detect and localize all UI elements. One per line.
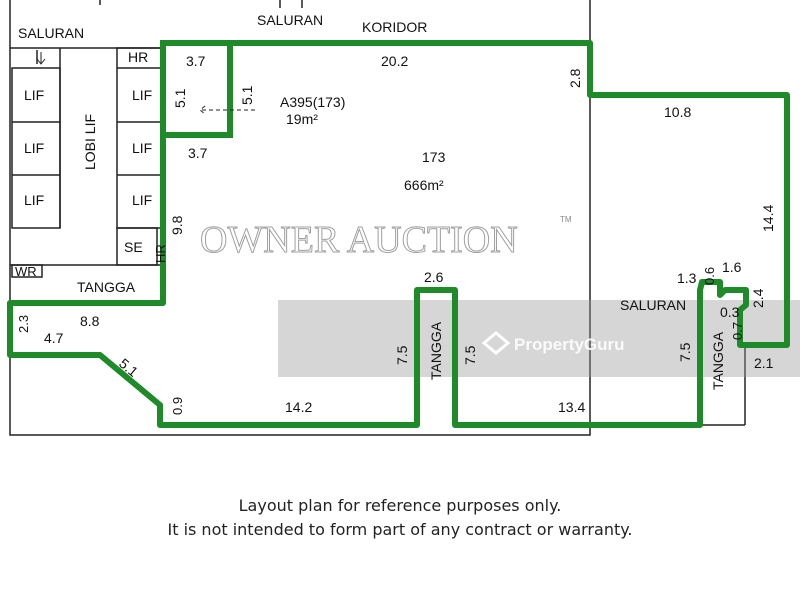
label-lobi-lif: LOBI LIF <box>82 114 98 170</box>
watermark-brand: PropertyGuru <box>514 335 625 354</box>
label-hr2: HR <box>153 244 168 263</box>
watermark: OWNER AUCTION TM PropertyGuru <box>200 215 625 355</box>
dim: 2.4 <box>750 288 766 308</box>
label-tangga-left: TANGGA <box>77 279 136 295</box>
dim: 1.6 <box>722 259 742 275</box>
dim: 14.2 <box>285 399 312 415</box>
arrow-icon <box>199 105 255 115</box>
label-saluran-right: SALURAN <box>620 297 686 313</box>
unit-outline <box>7 40 790 428</box>
building-lines <box>9 0 746 436</box>
dim: 3.7 <box>188 145 208 161</box>
dim: 7.5 <box>394 345 410 365</box>
dim: 14.4 <box>760 205 776 232</box>
label-unit: 173 <box>422 149 446 165</box>
arrow-down-icon <box>36 52 46 65</box>
caption-line-1: Layout plan for reference purposes only. <box>238 496 562 515</box>
label-unit-area: 666m² <box>404 177 444 193</box>
dim: 0.6 <box>702 267 717 285</box>
label-wr: WR <box>15 264 37 279</box>
label-lif: LIF <box>132 140 152 156</box>
label-saluran-top: SALURAN <box>257 12 323 28</box>
watermark-tm: TM <box>560 215 572 224</box>
dim: 5.1 <box>116 355 141 380</box>
dim: 7.5 <box>677 342 693 362</box>
watermark-band <box>278 300 800 377</box>
label-se: SE <box>124 239 143 255</box>
watermark-text: OWNER AUCTION <box>200 219 518 261</box>
label-unit-small-area: 19m² <box>286 111 318 127</box>
dim: 3.7 <box>186 53 206 69</box>
label-koridor: KORIDOR <box>362 19 427 35</box>
label-saluran-left: SALURAN <box>18 25 84 41</box>
label-hr: HR <box>128 49 148 65</box>
dimension-labels: 3.7 5.1 5.1 3.7 20.2 2.8 10.8 14.4 9.8 2… <box>16 53 776 415</box>
dim: 0.7 <box>730 322 745 340</box>
dim: 2.1 <box>754 355 774 371</box>
label-tangga-mid: TANGGA <box>428 321 444 380</box>
dim: 0.9 <box>170 397 185 415</box>
dim: 2.3 <box>16 315 31 333</box>
label-lif: LIF <box>24 140 44 156</box>
dim: 5.1 <box>172 88 188 108</box>
label-lif: LIF <box>24 87 44 103</box>
dim: 2.8 <box>567 68 583 88</box>
small-unit-outline <box>160 40 233 138</box>
dim: 4.7 <box>44 330 64 346</box>
label-lif: LIF <box>24 192 44 208</box>
dim: 9.8 <box>169 215 185 235</box>
dim: 5.1 <box>239 85 255 105</box>
dim: 13.4 <box>558 399 585 415</box>
dim: 8.8 <box>80 313 100 329</box>
dim: 0.3 <box>720 304 740 320</box>
dim: 1.3 <box>677 270 697 286</box>
label-unit-small: A395(173) <box>280 94 345 110</box>
dim: 10.8 <box>664 104 691 120</box>
label-tangga-right: TANGGA <box>710 331 726 390</box>
label-lif: LIF <box>132 87 152 103</box>
dim: 2.6 <box>424 269 444 285</box>
room-labels: SALURAN KORIDOR SALURAN HR LIF LIF LIF L… <box>15 12 726 390</box>
dim: 20.2 <box>381 53 408 69</box>
label-lif: LIF <box>132 192 152 208</box>
dim: 7.5 <box>462 345 478 365</box>
propertyguru-logo-icon <box>481 331 511 355</box>
caption-line-2: It is not intended to form part of any c… <box>167 520 633 539</box>
